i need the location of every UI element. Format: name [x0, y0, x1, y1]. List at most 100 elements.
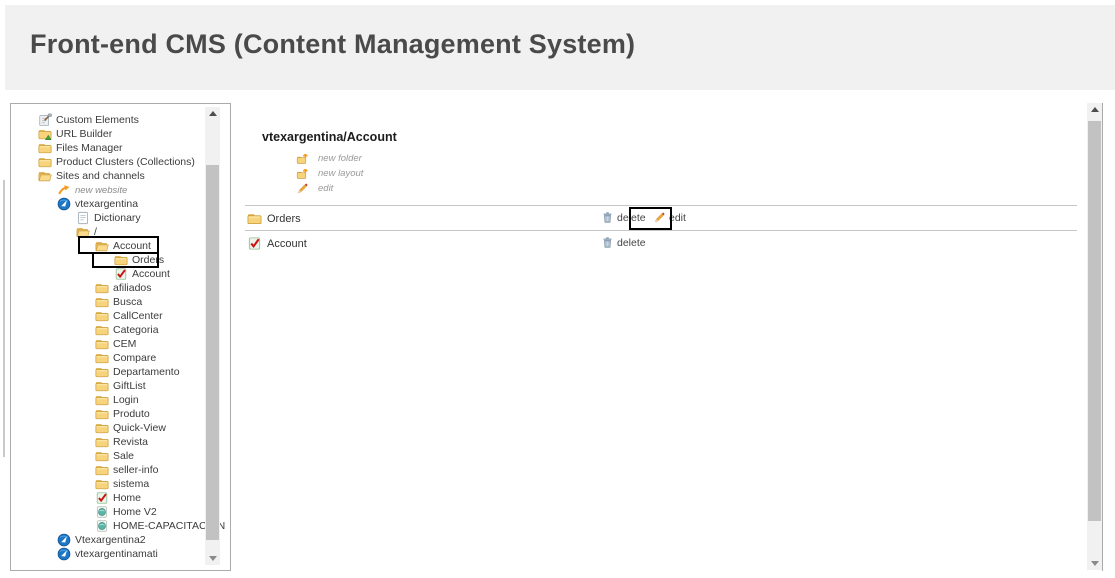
tree-item-label: Produto: [113, 408, 150, 420]
custom-elements-icon: [38, 113, 52, 127]
new-layout-label: new layout: [318, 168, 364, 179]
scroll-down-arrow-icon[interactable]: [205, 551, 220, 565]
tree-item-login[interactable]: Login: [11, 393, 205, 407]
scroll-up-arrow-icon[interactable]: [1087, 103, 1102, 117]
tree-item-label: new website: [75, 184, 128, 196]
tree-item-label: Quick-View: [113, 422, 166, 434]
orders-delete-link[interactable]: delete: [601, 211, 646, 224]
tree-scrollbar[interactable]: [205, 107, 220, 565]
tree-item-label: Home: [113, 492, 142, 504]
folder-closed-icon: [38, 155, 52, 169]
folder-closed-icon: [95, 323, 109, 337]
orders-edit-link[interactable]: edit: [653, 211, 686, 224]
tree-item-label: URL Builder: [56, 128, 113, 140]
tree-item-sistema[interactable]: sistema: [11, 477, 205, 491]
tree-scrollbar-thumb[interactable]: [206, 165, 219, 540]
tree-item-account[interactable]: Account: [11, 267, 205, 281]
tree-item-label: Departamento: [113, 366, 180, 378]
tree-item-afiliados[interactable]: afiliados: [11, 281, 205, 295]
trash-icon: [601, 211, 614, 224]
tree-item-home-capacitacion[interactable]: HOME-CAPACITACION: [11, 519, 225, 533]
tree-item-quick-view[interactable]: Quick-View: [11, 421, 205, 435]
table-row-account: Account delete: [247, 232, 1077, 256]
tree-item-vtexargentina2[interactable]: Vtexargentina2: [11, 533, 205, 547]
folder-closed-icon: [95, 421, 109, 435]
folder-closed-icon: [114, 253, 128, 267]
tree-item-label: Home V2: [113, 506, 157, 518]
tree-item-label: GiftList: [113, 380, 146, 392]
tree-item-sites-and-channels[interactable]: Sites and channels: [11, 169, 205, 183]
edit-label: edit: [669, 211, 686, 224]
trash-icon: [601, 236, 614, 249]
tree-item-busca[interactable]: Busca: [11, 295, 205, 309]
tree-item-label: Sites and channels: [56, 170, 145, 182]
main-scrollbar[interactable]: [1087, 103, 1102, 570]
page-left-scroll-line: [3, 180, 5, 457]
tree-item-home[interactable]: Home: [11, 491, 205, 505]
tree-item-root-8[interactable]: /: [11, 225, 205, 239]
pencil-icon: [296, 182, 309, 195]
page-globe-icon: [95, 505, 109, 519]
new-folder-label: new folder: [318, 153, 362, 164]
dictionary-icon: [76, 211, 90, 225]
tree-item-produto[interactable]: Produto: [11, 407, 205, 421]
pencil-icon: [653, 211, 666, 224]
tree-item-label: Login: [113, 394, 139, 406]
edit-link[interactable]: edit: [296, 181, 363, 196]
row-label: Orders: [267, 213, 301, 225]
breadcrumb: vtexargentina/Account: [262, 130, 397, 144]
tree-item-categoria[interactable]: Categoria: [11, 323, 205, 337]
folder-closed-icon: [95, 281, 109, 295]
tree-item-vtexargentinamati[interactable]: vtexargentinamati: [11, 547, 205, 561]
new-layout-icon: [296, 167, 309, 180]
page-check-icon: [95, 491, 109, 505]
tree-item-url-builder[interactable]: URL Builder: [11, 127, 205, 141]
folder-closed-icon: [95, 449, 109, 463]
main-scrollbar-thumb[interactable]: [1088, 121, 1101, 521]
delete-label: delete: [617, 236, 646, 249]
tree-item-label: Vtexargentina2: [75, 534, 146, 546]
scroll-down-arrow-icon[interactable]: [1087, 556, 1102, 570]
tree-item-files-manager[interactable]: Files Manager: [11, 141, 205, 155]
page-title: Front-end CMS (Content Management System…: [30, 29, 636, 59]
tree-item-new-website[interactable]: new website: [11, 183, 205, 197]
tree-item-cem[interactable]: CEM: [11, 337, 205, 351]
folder-open-icon: [38, 169, 52, 183]
tree-item-revista[interactable]: Revista: [11, 435, 205, 449]
site-globe-icon: [57, 197, 71, 211]
folder-closed-icon: [95, 463, 109, 477]
page-check-icon: [247, 236, 262, 251]
tree-item-home-v2[interactable]: Home V2: [11, 505, 205, 519]
folder-closed-icon: [95, 435, 109, 449]
list-separator: [245, 230, 1077, 231]
tree-item-product-clusters-collections[interactable]: Product Clusters (Collections): [11, 155, 205, 169]
tree-item-custom-elements[interactable]: Custom Elements: [11, 113, 205, 127]
tree-item-label: Files Manager: [56, 142, 123, 154]
tree-item-callcenter[interactable]: CallCenter: [11, 309, 205, 323]
tree-item-sale[interactable]: Sale: [11, 449, 205, 463]
main-content: vtexargentina/Account new folder new lay…: [231, 103, 1087, 571]
tree-item-dictionary[interactable]: Dictionary: [11, 211, 205, 225]
tree-item-departamento[interactable]: Departamento: [11, 365, 205, 379]
new-folder-link[interactable]: new folder: [296, 151, 363, 166]
new-layout-link[interactable]: new layout: [296, 166, 363, 181]
tree-item-vtexargentina[interactable]: vtexargentina: [11, 197, 205, 211]
page-globe-icon: [95, 519, 109, 533]
account-delete-link[interactable]: delete: [601, 236, 646, 249]
tree-item-seller-info[interactable]: seller-info: [11, 463, 205, 477]
annotation-box-edit: [629, 207, 672, 230]
tree-item-label: vtexargentina: [75, 198, 139, 210]
tree-item-label: Dictionary: [94, 212, 141, 224]
scroll-up-arrow-icon[interactable]: [205, 107, 220, 121]
page-check-icon: [114, 267, 128, 281]
delete-label: delete: [617, 211, 646, 224]
tree-item-giftlist[interactable]: GiftList: [11, 379, 205, 393]
folder-closed-icon: [95, 393, 109, 407]
tree-item-compare[interactable]: Compare: [11, 351, 205, 365]
tree-item-orders[interactable]: Orders: [11, 253, 205, 267]
folder-closed-icon: [247, 211, 262, 226]
tree-item-label: Revista: [113, 436, 149, 448]
tree-item-account[interactable]: Account: [11, 239, 205, 253]
